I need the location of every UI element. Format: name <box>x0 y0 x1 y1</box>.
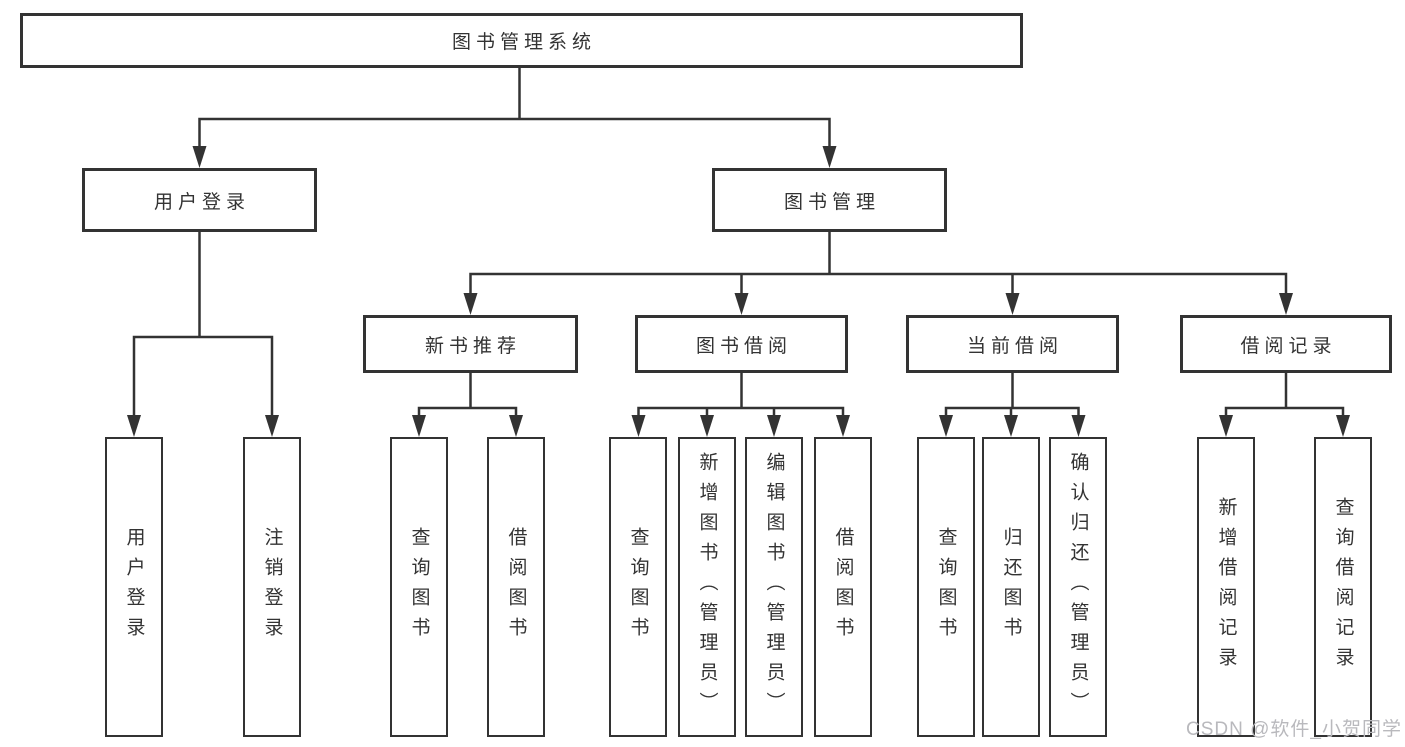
node-label: 确认归还（管理员） <box>1067 452 1089 722</box>
node-label: 查询图书 <box>627 527 649 647</box>
node-cb-confirm-return-admin: 确认归还（管理员） <box>1049 437 1107 737</box>
csdn-watermark: CSDN @软件_小贺同学 <box>1186 719 1402 740</box>
node-label: 查询借阅记录 <box>1332 497 1354 677</box>
node-label: 查询图书 <box>408 527 430 647</box>
node-nb-borrow-books: 借阅图书 <box>487 437 545 737</box>
node-cb-return-books: 归还图书 <box>982 437 1040 737</box>
node-label: 借阅记录 <box>1240 335 1337 357</box>
node-bb-borrow-books: 借阅图书 <box>814 437 872 737</box>
node-cb-query-books: 查询图书 <box>917 437 975 737</box>
node-library-management-system: 图书管理系统 <box>20 13 1023 68</box>
node-book-borrow: 图书借阅 <box>635 315 848 373</box>
node-label: 查询图书 <box>935 527 957 647</box>
arrowhead-icons <box>127 146 1350 437</box>
node-label: 借阅图书 <box>832 527 854 647</box>
node-label: 编辑图书（管理员） <box>763 452 785 722</box>
node-current-borrow: 当前借阅 <box>906 315 1119 373</box>
node-label: 图书借阅 <box>695 335 792 357</box>
node-label: 图书管理系统 <box>451 32 596 53</box>
node-bb-add-book-admin: 新增图书（管理员） <box>678 437 736 737</box>
node-user-login: 用户登录 <box>82 168 317 232</box>
node-br-query-record: 查询借阅记录 <box>1314 437 1372 737</box>
node-new-book-recommend: 新书推荐 <box>363 315 578 373</box>
node-label: 用户登录 <box>153 191 250 213</box>
node-label: 归还图书 <box>1000 527 1022 647</box>
node-borrow-records: 借阅记录 <box>1180 315 1392 373</box>
node-br-add-record: 新增借阅记录 <box>1197 437 1255 737</box>
node-bb-edit-book-admin: 编辑图书（管理员） <box>745 437 803 737</box>
node-user-login-leaf: 用户登录 <box>105 437 163 737</box>
node-label: 新书推荐 <box>424 335 521 357</box>
node-label: 借阅图书 <box>505 527 527 647</box>
node-book-management: 图书管理 <box>712 168 947 232</box>
node-label: 注销登录 <box>261 527 283 647</box>
node-nb-query-books: 查询图书 <box>390 437 448 737</box>
node-logout: 注销登录 <box>243 437 301 737</box>
node-label: 新增图书（管理员） <box>696 452 718 722</box>
node-label: 新增借阅记录 <box>1215 497 1237 677</box>
node-label: 用户登录 <box>123 527 145 647</box>
node-label: 图书管理 <box>783 191 880 213</box>
node-label: 当前借阅 <box>966 335 1063 357</box>
node-bb-query-books: 查询图书 <box>609 437 667 737</box>
